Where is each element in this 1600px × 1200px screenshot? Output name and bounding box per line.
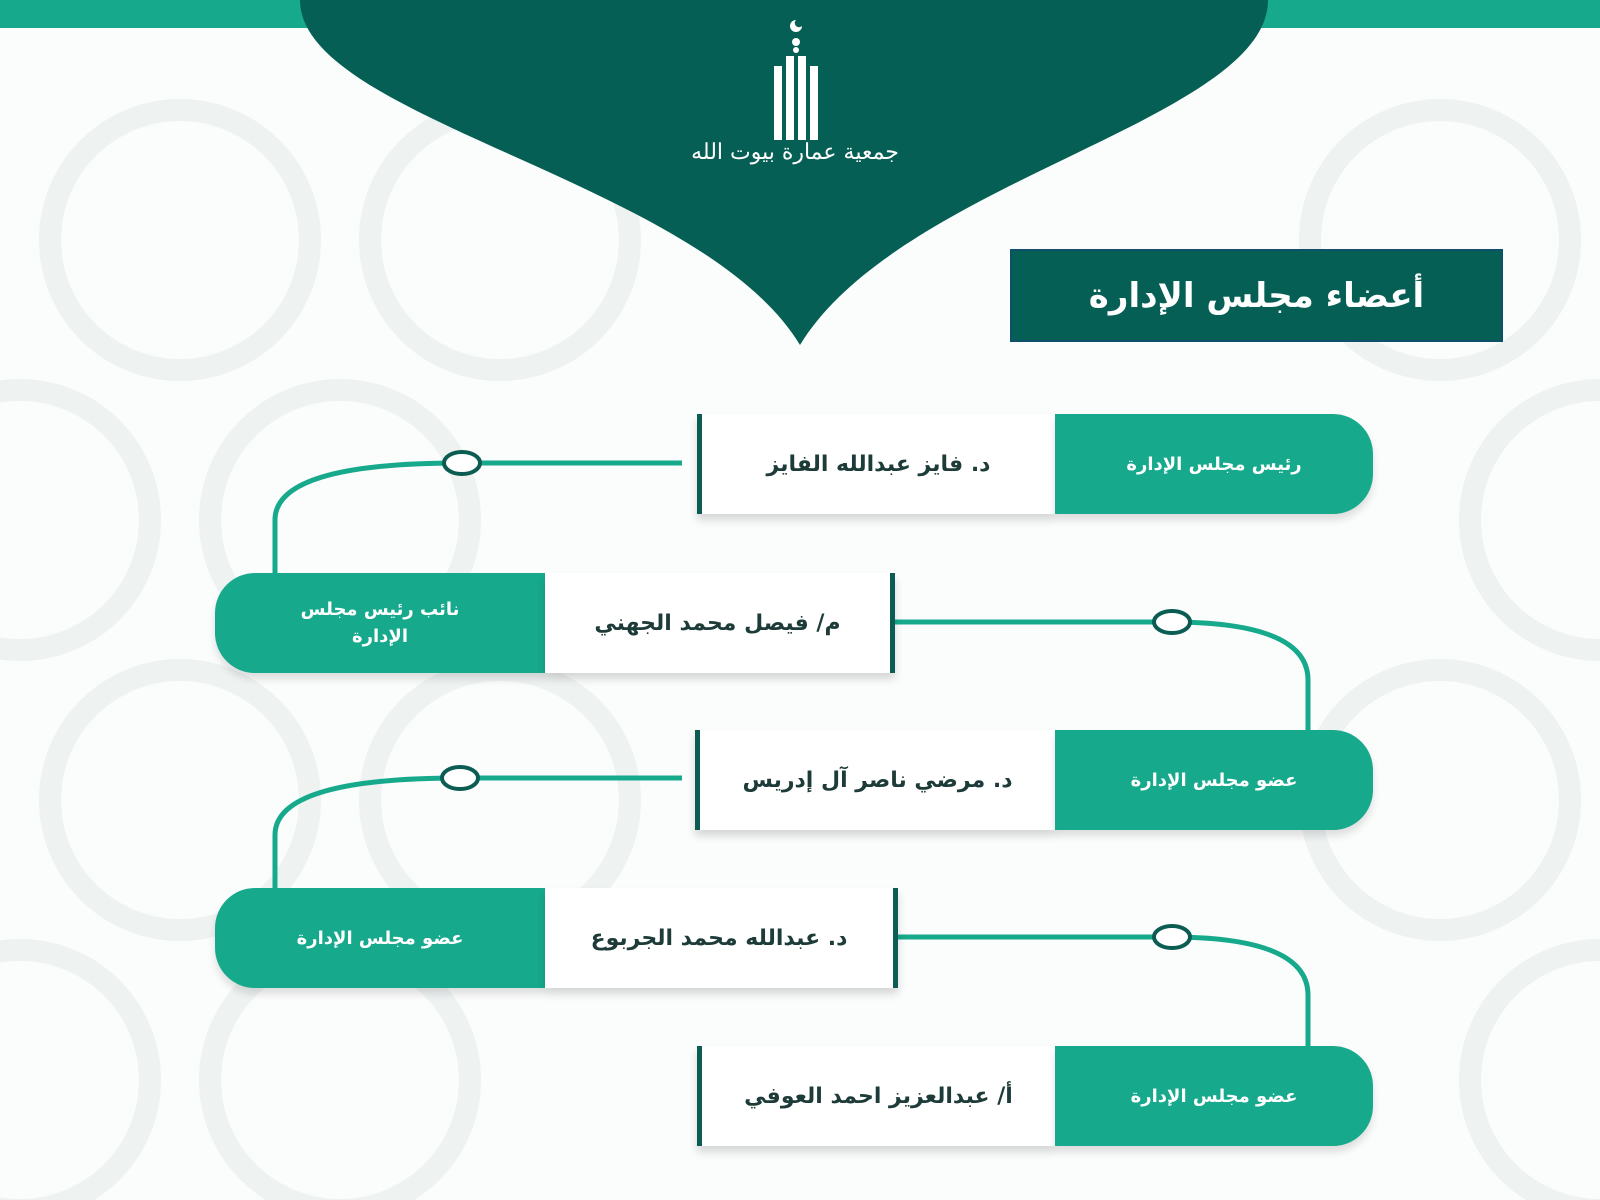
- member-name-5: أ/ عبدالعزيز احمد العوفي: [697, 1046, 1055, 1146]
- page-title: أعضاء مجلس الإدارة: [1010, 249, 1503, 342]
- member-name-1: د. فايز عبدالله الفايز: [697, 414, 1055, 514]
- header-banner: [300, 0, 1268, 345]
- top-bar-left: [0, 0, 310, 28]
- member-name-3: د. مرضي ناصر آل إدريس: [695, 730, 1055, 830]
- member-role-1: رئيس مجلس الإدارة: [1055, 414, 1373, 514]
- member-name-2: م/ فيصل محمد الجهني: [545, 573, 895, 673]
- connector-nodes: [440, 450, 1192, 950]
- logo-text: جمعية عمارة بيوت الله: [691, 140, 899, 165]
- member-role-5: عضو مجلس الإدارة: [1055, 1046, 1373, 1146]
- top-bar-right: [1255, 0, 1600, 28]
- minaret-logo-icon: [774, 20, 818, 140]
- member-name-4: د. عبدالله محمد الجربوع: [545, 888, 898, 988]
- member-role-2: نائب رئيس مجلس الإدارة: [215, 573, 545, 673]
- member-role-3: عضو مجلس الإدارة: [1055, 730, 1373, 830]
- member-role-4: عضو مجلس الإدارة: [215, 888, 545, 988]
